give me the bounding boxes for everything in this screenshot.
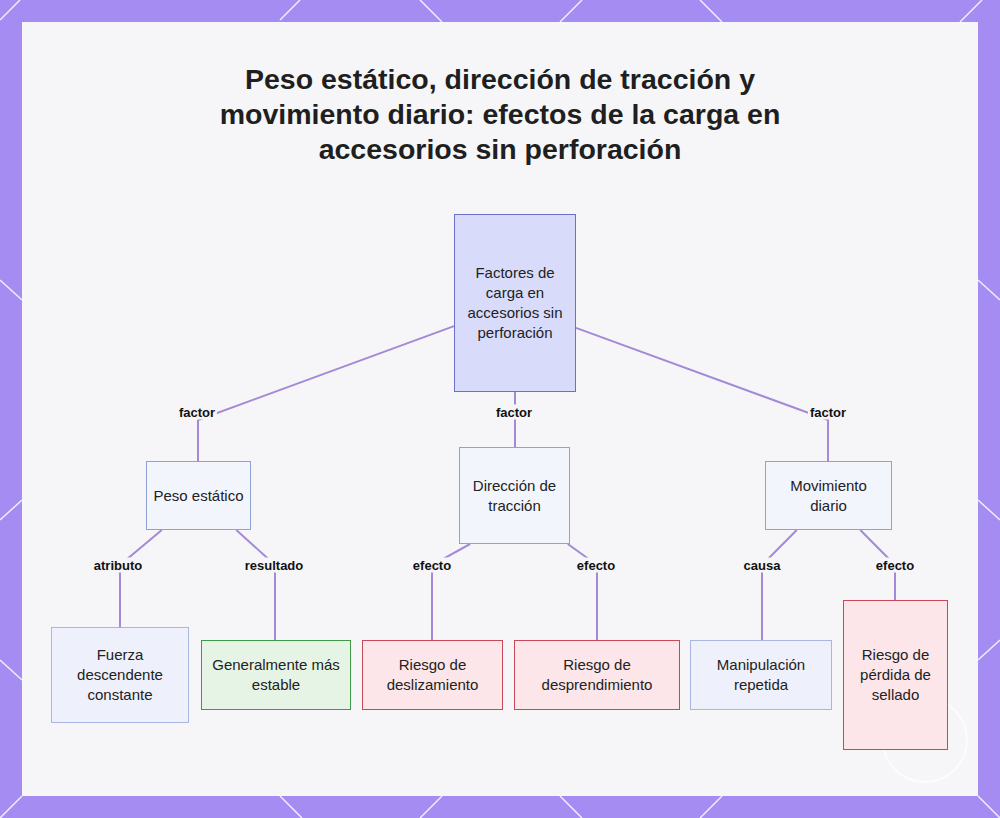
edge-label: atributo: [92, 558, 144, 573]
edge-label: factor: [808, 405, 848, 420]
edge-label: factor: [177, 405, 217, 420]
edge-label: factor: [494, 405, 534, 420]
node-text: Fuerza descendente constante: [58, 645, 182, 705]
risk-box: Riesgo de desprendimiento: [514, 640, 680, 710]
diagram-title: Peso estático, dirección de tracción y m…: [200, 62, 800, 167]
connector-line: [762, 530, 797, 640]
node-content: Movimiento diario: [772, 476, 885, 516]
node-content: Riesgo de desprendimiento: [521, 655, 673, 695]
node-text: Generalmente más estable: [208, 655, 344, 695]
factor-box: Peso estático: [146, 461, 251, 530]
node-text: Riesgo de deslizamiento: [369, 655, 496, 695]
risk-box: Riesgo de deslizamiento: [362, 640, 503, 710]
node-content: Fuerza descendente constante: [58, 645, 182, 705]
connector-line: [120, 530, 162, 627]
attribute-box: Fuerza descendente constante: [51, 627, 189, 723]
node-text: Dirección de tracción: [466, 476, 563, 516]
factor-box: Movimiento diario: [765, 461, 892, 530]
factor-box: Dirección de tracción: [459, 447, 570, 544]
connector-line: [576, 328, 828, 461]
edge-label: resultado: [243, 558, 306, 573]
edge-label: efecto: [874, 558, 916, 573]
node-content: Manipulación repetida: [697, 655, 825, 695]
node-text: Factores de carga en accesorios sin perf…: [461, 263, 569, 343]
node-content: Generalmente más estable: [208, 655, 344, 695]
cause-box: Manipulación repetida: [690, 640, 832, 710]
root-box: Factores de carga en accesorios sin perf…: [454, 214, 576, 392]
node-text: Riesgo de desprendimiento: [521, 655, 673, 695]
node-content: Riesgo de deslizamiento: [369, 655, 496, 695]
result-box: Generalmente más estable: [201, 640, 351, 710]
node-text: Manipulación repetida: [697, 655, 825, 695]
node-text: Movimiento diario: [772, 476, 885, 516]
connector-line: [198, 326, 454, 461]
connector-line: [236, 530, 275, 640]
edge-label: causa: [742, 558, 783, 573]
node-text: Riesgo de pérdida de sellado: [850, 645, 941, 705]
node-content: Peso estático: [153, 486, 243, 506]
edge-label: efecto: [575, 558, 617, 573]
node-content: Riesgo de pérdida de sellado: [850, 645, 941, 705]
node-content: Factores de carga en accesorios sin perf…: [461, 263, 569, 343]
edge-label: efecto: [411, 558, 453, 573]
risk-box: Riesgo de pérdida de sellado: [843, 600, 948, 750]
connector-line: [514, 392, 516, 447]
node-content: Dirección de tracción: [466, 476, 563, 516]
node-text: Peso estático: [153, 486, 243, 506]
